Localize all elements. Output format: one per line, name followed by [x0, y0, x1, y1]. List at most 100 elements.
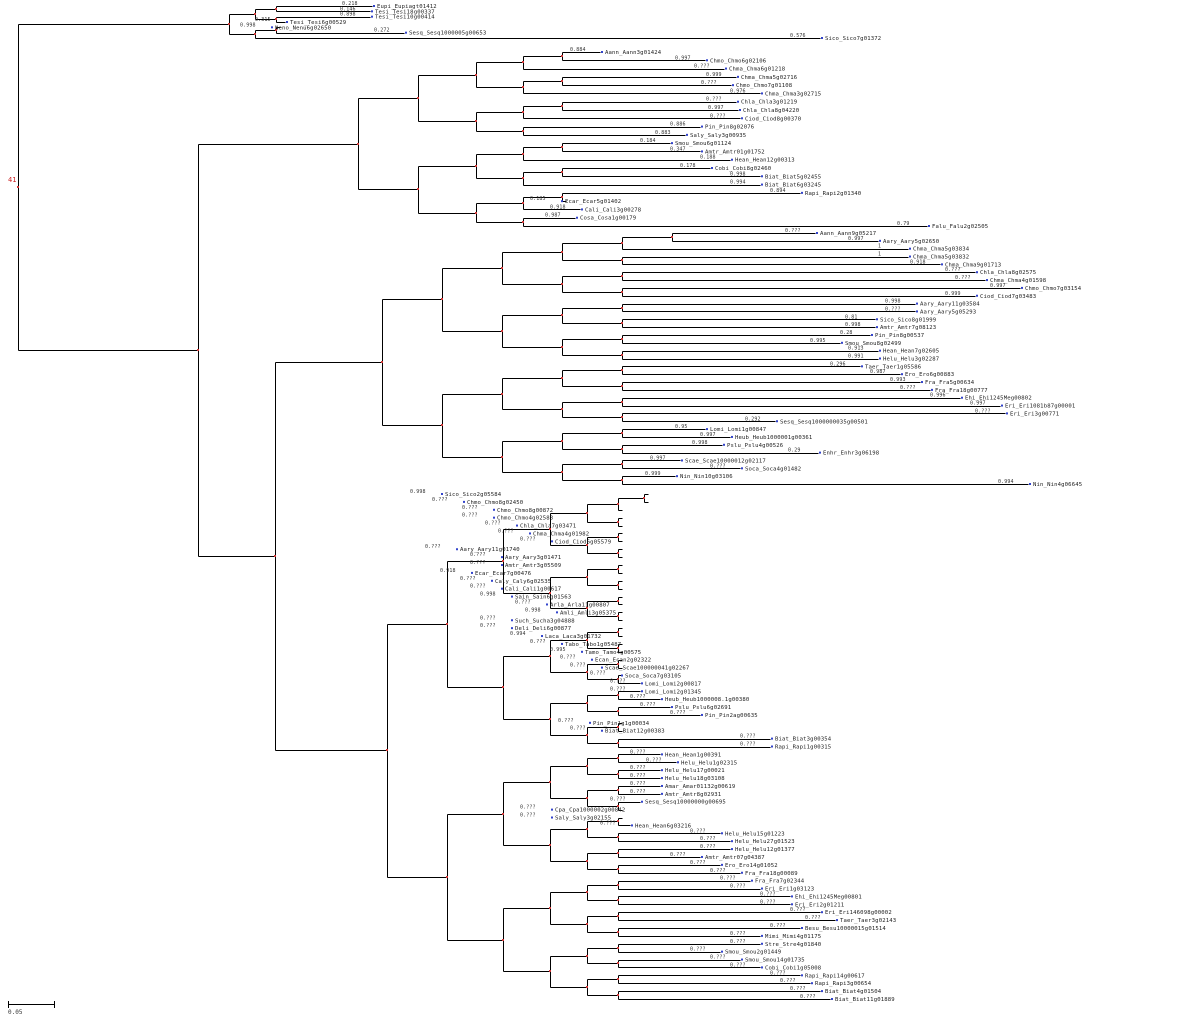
tip-marker — [816, 232, 818, 234]
tip-label: Caly_Caly6g02535 — [495, 579, 551, 585]
node-marker — [586, 607, 588, 609]
tip-label: Sain_Sain6g01563 — [515, 595, 571, 601]
support-value: 0.886 — [670, 122, 686, 128]
support-value: 0.??? — [520, 536, 536, 542]
support-value: 0.??? — [720, 876, 736, 882]
support-value: 0.95 — [675, 424, 687, 430]
node-marker — [549, 718, 551, 720]
node-marker — [441, 424, 443, 426]
node-marker — [561, 251, 563, 253]
tip-label: Helu_Helu17g00021 — [665, 768, 725, 774]
tip-marker — [701, 150, 703, 153]
support-value: 0.??? — [640, 702, 656, 708]
tip-marker — [493, 508, 495, 511]
node-marker — [621, 369, 623, 371]
support-value: 0.997 — [650, 455, 666, 461]
tip-marker — [541, 635, 543, 638]
node-marker — [522, 86, 524, 88]
tip-marker — [501, 587, 503, 590]
tip-marker — [546, 603, 548, 606]
node-marker — [549, 592, 551, 594]
support-value: 0.??? — [885, 306, 901, 312]
tip-label: Taer_Taer3g02143 — [840, 918, 896, 924]
support-value: 0.??? — [780, 978, 796, 984]
support-value: 1 — [878, 252, 881, 258]
tip-marker — [681, 459, 683, 462]
node-marker — [617, 584, 619, 586]
tip-marker — [871, 333, 873, 336]
support-value: 0.??? — [470, 560, 486, 566]
node-marker — [522, 153, 524, 155]
tip-label: Heub_Heub1000001g00361 — [735, 435, 812, 441]
tip-label: Chla_Chla3g01219 — [741, 100, 797, 106]
tip-marker — [761, 934, 763, 937]
tip-label: Aary_Aary5g05293 — [920, 309, 976, 315]
tip-marker — [821, 911, 823, 914]
node-marker — [561, 314, 563, 316]
tip-label: Pin_Pin2ag00635 — [705, 713, 758, 719]
tip-label: Chmo_Chmo6g02106 — [710, 58, 766, 64]
node-marker — [446, 623, 448, 625]
tip-label: Falu_Falu2g02505 — [932, 224, 988, 230]
support-value: 0.218 — [342, 1, 358, 7]
tip-label: Amtr_Amtr8g02931 — [665, 792, 721, 798]
support-value: 0.??? — [730, 962, 746, 968]
tip-marker — [671, 706, 673, 709]
tip-marker — [739, 109, 741, 111]
support-value: 0.??? — [730, 884, 746, 890]
tip-marker — [589, 721, 591, 724]
tip-label: Rapi_Rapi3g00654 — [815, 981, 872, 987]
node-marker — [586, 797, 588, 799]
support-value: 0.987 — [870, 369, 886, 375]
tip-label: Chla_Chla8g02575 — [980, 270, 1036, 276]
tip-label: Aary_Aary3g01471 — [505, 555, 561, 561]
node-marker — [522, 202, 524, 204]
tip-marker — [741, 871, 743, 874]
node-marker — [617, 694, 619, 696]
node-marker — [621, 401, 623, 403]
support-value: 0.??? — [710, 955, 726, 961]
tip-marker — [771, 737, 773, 740]
tip-marker — [879, 239, 881, 242]
node-marker — [617, 615, 619, 617]
support-value: 0.??? — [630, 789, 646, 795]
node-marker — [586, 828, 588, 830]
support-value: 0.??? — [600, 820, 616, 826]
support-value: 0.??? — [630, 749, 646, 755]
node-marker — [586, 671, 588, 673]
tip-marker — [909, 255, 911, 258]
node-marker — [549, 655, 551, 657]
support-value: 0.??? — [690, 947, 706, 953]
node-marker — [549, 844, 551, 846]
node-marker — [522, 177, 524, 179]
node-marker — [617, 899, 619, 901]
node-marker — [617, 663, 619, 665]
tip-label: Sesq_Sesq10000000g00695 — [645, 800, 726, 806]
tip-marker — [791, 895, 793, 898]
tip-marker — [901, 373, 903, 376]
support-value: 0.28 — [840, 330, 852, 336]
tip-label: Helu_Helu3g02287 — [883, 357, 939, 363]
support-value: 0.??? — [462, 513, 478, 519]
node-marker — [586, 986, 588, 988]
tip-label: Amli_Amli3g05375 — [560, 610, 616, 616]
tip-label: Mimi_Mimi4g01175 — [765, 934, 821, 940]
scale-bar: 0.05 — [8, 1001, 55, 1016]
node-marker — [621, 354, 623, 356]
tip-label: Ciod_Ciod8g00370 — [745, 116, 801, 122]
tip-label: Saly_Saly3g00935 — [690, 133, 746, 139]
tip-label: Eri_Eri3g00771 — [1010, 411, 1059, 417]
support-value: 0.??? — [706, 97, 722, 103]
tip-label: Ciod_Ciod6g05579 — [555, 539, 611, 545]
tip-label: Fra_Fra18g00089 — [745, 871, 798, 877]
node-marker — [274, 555, 276, 557]
tip-marker — [581, 650, 583, 653]
tip-label: Pin_Pin1g1g00034 — [593, 721, 650, 727]
tip-marker — [879, 349, 881, 352]
support-value: 0.994 — [510, 631, 526, 637]
tip-label: Cpa_Cpa1000002g00842 — [555, 808, 625, 814]
support-value: 0.918 — [910, 259, 926, 265]
tip-marker — [909, 247, 911, 250]
tip-label: Nin_Nin10g03106 — [680, 474, 733, 480]
tip-marker — [501, 556, 503, 559]
